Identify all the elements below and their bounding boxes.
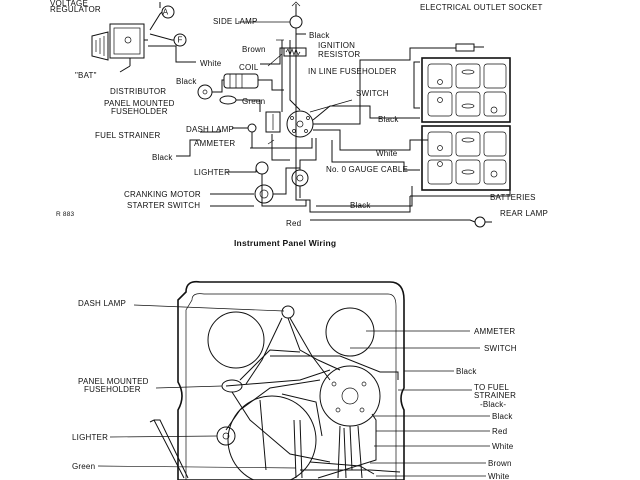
battery-1-icon	[421, 57, 511, 123]
fuseholder-icon	[219, 95, 237, 105]
electrical-outlet-label: ELECTRICAL OUTLET SOCKET	[420, 3, 543, 12]
terminal-a-label: A	[163, 8, 169, 17]
cranking-motor-label: CRANKING MOTOR	[124, 190, 201, 199]
rear-lamp-label: REAR LAMP	[500, 209, 548, 218]
wire-black-fs-label: Black	[152, 153, 173, 162]
switch-cluster-icon	[319, 365, 381, 427]
wire-white-label-1: White	[200, 59, 222, 68]
terminal-f-label: F	[178, 36, 183, 45]
voltage-regulator-icon	[91, 23, 148, 66]
wire-red-label: Red	[286, 219, 301, 228]
dash-lamp-icon	[247, 123, 257, 133]
ignition-resistor-label-2: RESISTOR	[318, 50, 360, 59]
instrument-panel-outline	[177, 280, 405, 480]
section-title: Instrument Panel Wiring	[234, 238, 336, 248]
wire-red-bottom-label: Red	[492, 427, 507, 436]
ammeter-bottom-label: AMMETER	[474, 327, 515, 336]
fuel-strainer-label: FUEL STRAINER	[95, 131, 160, 140]
lighter-label: LIGHTER	[194, 168, 230, 177]
ignition-resistor-icon	[283, 47, 307, 57]
headlamp-icon	[291, 169, 309, 187]
inline-fuseholder-label: IN LINE FUSEHOLDER	[308, 67, 397, 76]
rear-lamp-icon	[474, 216, 492, 228]
coil-icon	[223, 73, 259, 89]
cranking-motor-icon	[254, 184, 274, 204]
distributor-icon	[197, 84, 213, 100]
coil-label: COIL	[239, 63, 259, 72]
battery-2-icon	[421, 125, 511, 191]
panel-fuseholder-label-1: PANEL MOUNTED	[104, 99, 175, 108]
wire-white-right-label: White	[376, 149, 398, 158]
wire-black1-bottom-label: Black	[456, 367, 477, 376]
wire-green-label: Green	[242, 97, 265, 106]
wire-brown-label: Brown	[242, 45, 266, 54]
dash-lamp-bottom-icon	[281, 305, 295, 319]
gauge-2-icon	[325, 307, 375, 357]
bottom-leader-lines	[97, 304, 490, 477]
lighter-icon	[255, 161, 269, 186]
distributor-label: DISTRIBUTOR	[110, 87, 166, 96]
voltage-regulator-label-1: VOLTAGE	[50, 0, 88, 8]
ignition-resistor-label-1: IGNITION	[318, 41, 355, 50]
wire-black-right-label: Black	[378, 115, 399, 124]
side-lamp-icon	[289, 1, 303, 29]
dash-lamp-bottom-label: DASH LAMP	[78, 299, 126, 308]
starter-switch-label: STARTER SWITCH	[127, 201, 200, 210]
wire-black-bottom-label: Black	[350, 201, 371, 210]
wire-bundle	[225, 317, 401, 479]
fuel-line-icon	[149, 419, 189, 479]
to-fuel-strainer-label-2: STRAINER	[474, 391, 516, 400]
voltage-regulator-label-2: REGULATOR	[50, 5, 101, 14]
wire-black-side-label: Black	[309, 31, 330, 40]
to-fuel-strainer-label-1: TO FUEL	[474, 383, 509, 392]
bat-label: "BAT"	[75, 71, 97, 80]
to-fuel-strainer-label-3: -Black-	[480, 400, 506, 409]
switch-label: SWITCH	[356, 89, 389, 98]
panel-fuseholder-bottom-label-2: FUSEHOLDER	[84, 385, 141, 394]
panel-fuseholder-bottom-label-1: PANEL MOUNTED	[78, 377, 149, 386]
wire-white2-bottom-label: White	[488, 472, 510, 480]
pointer-arrows	[238, 21, 353, 145]
ammeter-icon	[265, 111, 281, 133]
batteries-label: BATTERIES	[490, 193, 536, 202]
dash-lamp-label: DASH LAMP	[186, 125, 234, 134]
wire-black2-bottom-label: Black	[492, 412, 513, 421]
switch-icon	[286, 110, 314, 138]
wire-black-dist-label: Black	[176, 77, 197, 86]
figure-ref-label: R 883	[56, 211, 75, 218]
side-lamp-label: SIDE LAMP	[213, 17, 257, 26]
wire-green-bottom-label: Green	[72, 462, 95, 471]
switch-bottom-label: SWITCH	[484, 344, 517, 353]
gauge-1-icon	[207, 311, 265, 369]
electrical-outlet-icon	[455, 43, 484, 52]
main-gauge-icon	[227, 395, 317, 480]
lighter-bottom-label: LIGHTER	[72, 433, 108, 442]
wire-brown-bottom-label: Brown	[488, 459, 512, 468]
gauge-cable-label: No. 0 GAUGE CABLE	[326, 165, 408, 174]
wire-white1-bottom-label: White	[492, 442, 514, 451]
panel-fuseholder-label-2: FUSEHOLDER	[111, 107, 168, 116]
ammeter-label: AMMETER	[194, 139, 235, 148]
